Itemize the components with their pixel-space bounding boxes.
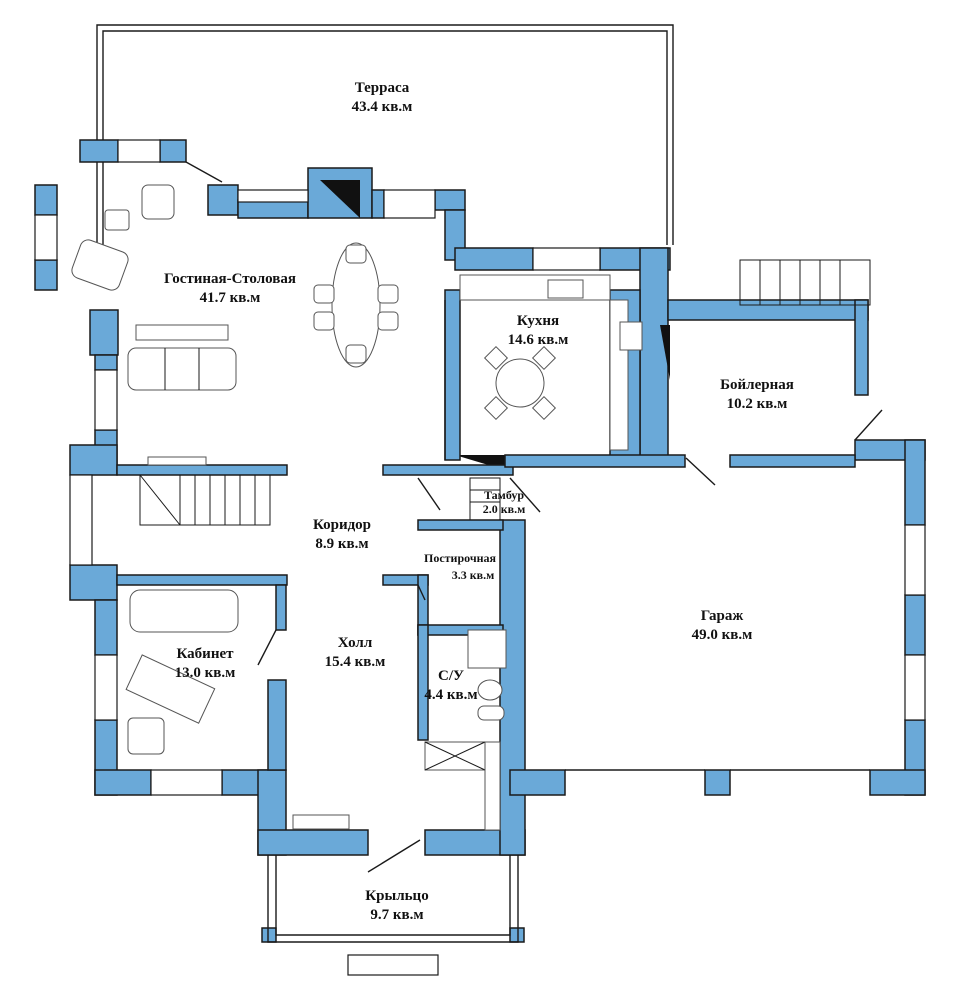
door-lines [185,161,883,943]
kitchen-area: 14.6 кв.м [508,332,569,348]
porch-area: 9.7 кв.м [370,907,423,923]
windows [34,139,926,976]
living-name: Гостиная-Столовая [164,271,296,287]
boiler-name: Бойлерная [720,377,794,393]
corridor-area: 8.9 кв.м [315,536,368,552]
terrace-name: Терраса [355,80,410,96]
laundry-name: Постирочная [424,551,497,565]
wc-name: С/У [438,668,464,684]
furniture [71,184,643,831]
garage-name: Гараж [701,608,744,624]
corridor-name: Коридор [313,517,371,533]
stairs [139,259,871,526]
garage-area: 49.0 кв.м [692,627,753,643]
cabinet-name: Кабинет [177,646,235,662]
tambur-name: Тамбур [484,488,524,502]
terrace-outline [96,24,674,245]
interior-walls [116,289,856,771]
laundry-area: 3.3 кв.м [452,568,495,582]
boiler-area: 10.2 кв.м [727,396,788,412]
wc-area: 4.4 кв.м [424,687,477,703]
hall-name: Холл [338,635,373,651]
tambur-area: 2.0 кв.м [483,502,526,516]
room-labels: Терраса 43.4 кв.м Гостиная-Столовая 41.7… [164,80,794,923]
porch-name: Крыльцо [365,888,428,904]
hall-area: 15.4 кв.м [325,654,386,670]
kitchen-name: Кухня [517,313,559,329]
living-area: 41.7 кв.м [200,290,261,306]
terrace-area: 43.4 кв.м [352,99,413,115]
cabinet-area: 13.0 кв.м [175,665,236,681]
exterior-walls [34,139,926,943]
